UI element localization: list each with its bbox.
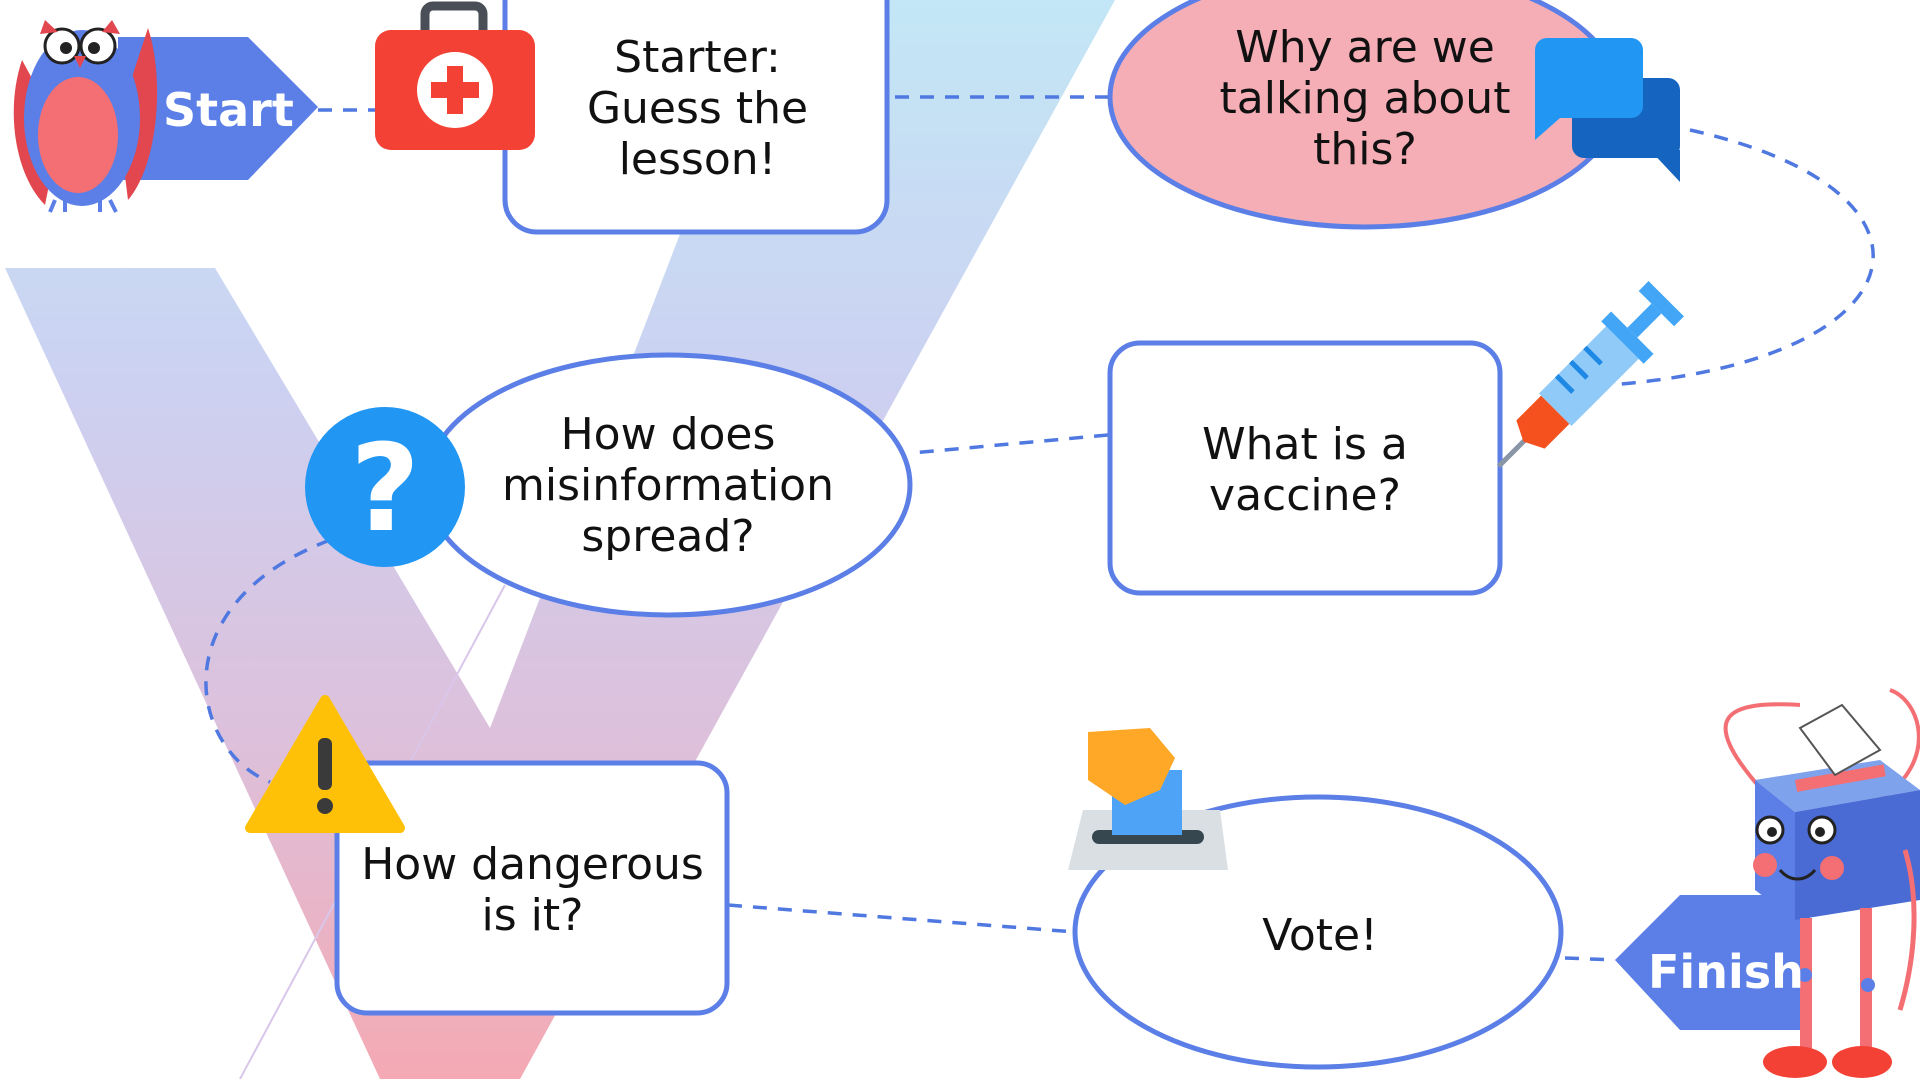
step-dangerous-box[interactable] xyxy=(334,760,730,1016)
step-dangerous-label: How dangerous is it? xyxy=(361,839,704,941)
connector-vaccine-to-misinfo xyxy=(911,433,1109,455)
connector-dangerous-to-vote xyxy=(727,903,1076,934)
step-misinfo-label: How does misinformation spread? xyxy=(502,408,834,562)
syringe-icon xyxy=(1496,281,1684,469)
finish-tag[interactable] xyxy=(1615,895,1810,1030)
step-vaccine-label: What is a vaccine? xyxy=(1202,419,1408,521)
step-vote-label: Vote! xyxy=(1262,909,1378,961)
ballot-box-mascot xyxy=(1723,688,1920,1078)
connector-vote-to-finish xyxy=(1564,956,1616,962)
step-starter-label: Starter: Guess the lesson! xyxy=(586,31,809,185)
first-aid-kit-icon xyxy=(375,1,535,150)
finish-label: Finish xyxy=(1648,945,1804,999)
start-tag[interactable] xyxy=(118,37,318,180)
start-label: Start xyxy=(163,83,294,137)
connector-why-to-vaccine xyxy=(1609,128,1875,387)
warning-icon xyxy=(245,695,405,833)
step-vaccine-box[interactable] xyxy=(1107,340,1503,596)
dashed-connectors xyxy=(204,95,1875,962)
question-mark-icon: ? xyxy=(305,407,465,567)
svg-text:?: ? xyxy=(350,420,420,559)
step-why-label: Why are we talking about this? xyxy=(1219,21,1511,175)
owl-mascot xyxy=(13,20,158,213)
speech-bubbles-icon xyxy=(1535,38,1680,182)
ballot-box-icon xyxy=(1068,728,1228,870)
